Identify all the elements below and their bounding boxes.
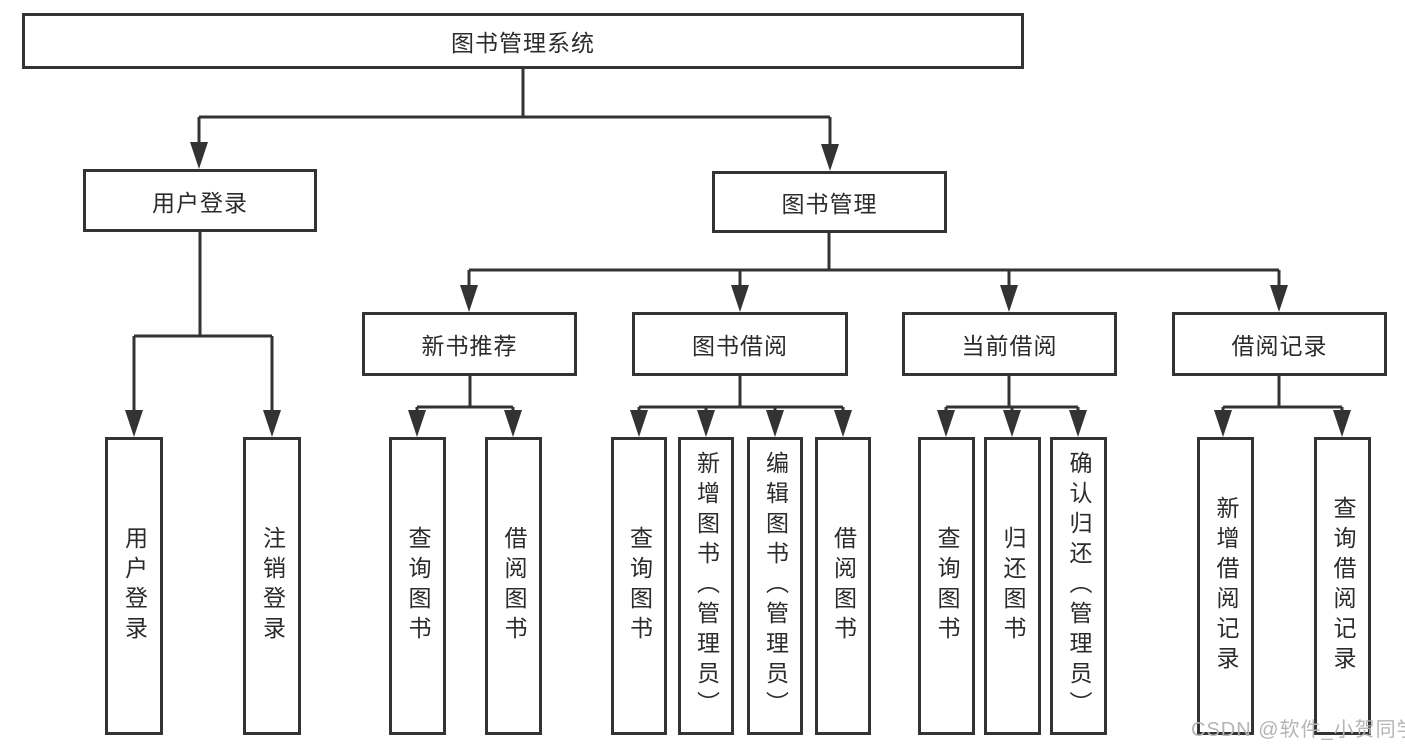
node-current-borrowing: 当前借阅 [902,312,1117,376]
node-label: 图书管理系统 [451,30,595,56]
node-user-login: 用户登录 [83,169,317,232]
node-borrowing-records: 借阅记录 [1172,312,1387,376]
leaf-return-books: 归还图书 [984,437,1041,735]
leaf-edit-books-admin: 编辑图书（管理员） [747,437,803,735]
node-label: 查询借阅记录 [1330,496,1356,676]
node-label: 新书推荐 [421,333,518,359]
node-label: 确认归还（管理员） [1066,451,1092,721]
node-new-book-recommend: 新书推荐 [362,312,577,376]
node-label: 编辑图书（管理员） [762,451,789,721]
node-label: 用户登录 [152,189,248,216]
node-label: 新增借阅记录 [1213,496,1239,676]
leaf-query-books-current: 查询图书 [918,437,975,735]
node-label: 新增图书（管理员） [693,451,720,721]
leaf-query-books-borrowing: 查询图书 [611,437,667,735]
node-book-borrowing: 图书借阅 [632,312,848,376]
leaf-add-books-admin: 新增图书（管理员） [678,437,734,735]
leaf-query-borrow-record: 查询借阅记录 [1314,437,1371,735]
node-label: 借阅图书 [501,526,527,646]
leaf-borrow-books-recommend: 借阅图书 [485,437,542,735]
node-label: 当前借阅 [961,333,1058,359]
leaf-confirm-return-admin: 确认归还（管理员） [1050,437,1107,735]
leaf-user-login: 用户登录 [105,437,163,735]
leaf-borrow-books: 借阅图书 [815,437,871,735]
node-label: 用户登录 [121,526,148,646]
leaf-query-books-recommend: 查询图书 [389,437,446,735]
node-library-management-system: 图书管理系统 [22,13,1024,69]
csdn-watermark: CSDN @软件_小贺同学 [1191,719,1405,741]
node-book-management: 图书管理 [712,171,947,233]
node-label: 图书管理 [781,191,878,217]
node-label: 借阅图书 [830,526,857,646]
node-label: 查询图书 [626,526,653,646]
node-label: 图书借阅 [692,333,788,359]
node-label: 查询图书 [934,526,960,646]
node-label: 注销登录 [259,526,286,646]
node-label: 查询图书 [405,526,431,646]
node-label: 归还图书 [1000,526,1026,646]
leaf-add-borrow-record: 新增借阅记录 [1197,437,1254,735]
leaf-logout: 注销登录 [243,437,301,735]
node-label: 借阅记录 [1231,333,1328,359]
